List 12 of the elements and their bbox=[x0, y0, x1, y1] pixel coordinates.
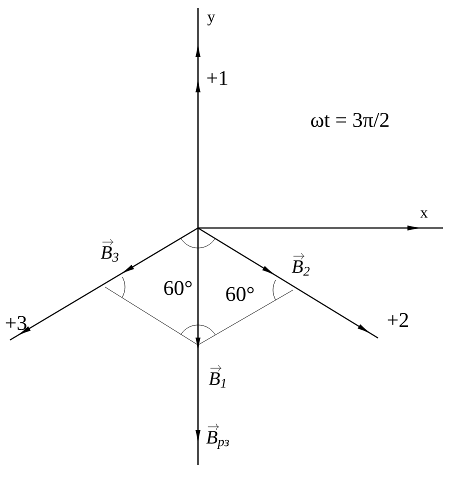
angle-label: 60° bbox=[226, 286, 254, 302]
phase-label: +2 bbox=[388, 313, 408, 327]
formula-label: ωt = 3π/2 bbox=[311, 112, 389, 128]
axis-label: y bbox=[207, 14, 216, 26]
vector-label: B$_{2}$ bbox=[292, 253, 310, 276]
phase-label: +1 bbox=[207, 71, 228, 85]
axis-label: x bbox=[420, 210, 428, 218]
vector-label: B$_{1}$ bbox=[208, 365, 226, 388]
vector-label: B$_{рз}$ bbox=[206, 424, 230, 449]
vector-label: B$_{3}$ bbox=[100, 238, 118, 262]
angle-label: 60° bbox=[164, 280, 192, 296]
phase-label: +3 bbox=[6, 316, 26, 330]
